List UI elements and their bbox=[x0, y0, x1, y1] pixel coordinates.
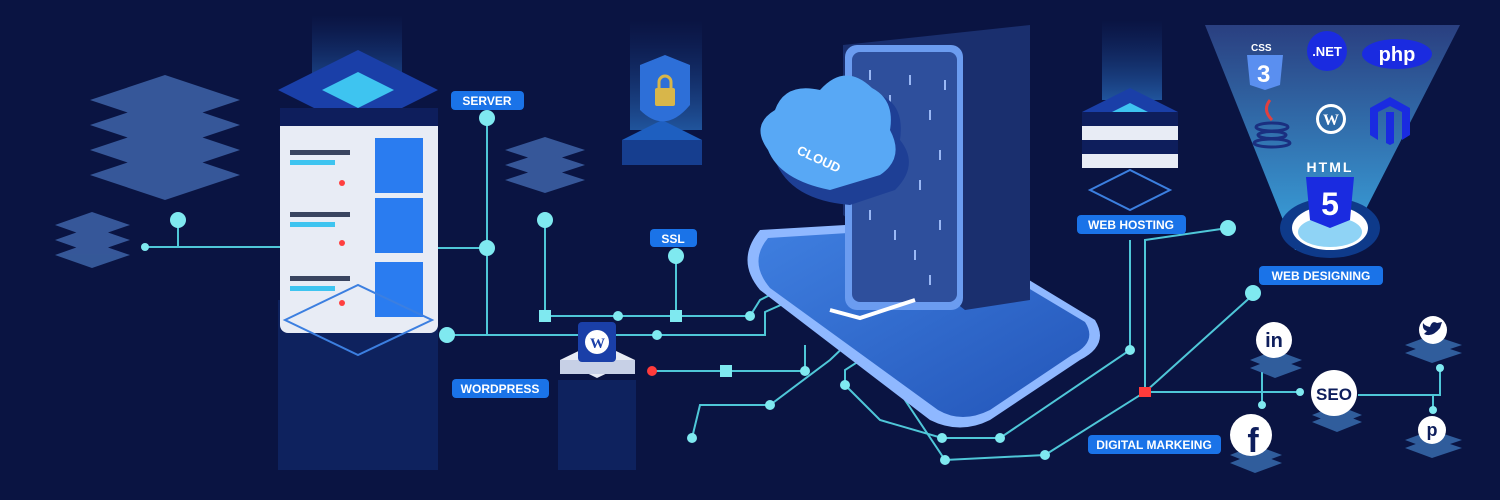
wordpress-block: W bbox=[560, 322, 635, 378]
css-text: CSS bbox=[1251, 43, 1272, 54]
pinterest-icon[interactable]: p bbox=[1418, 416, 1446, 444]
facebook-text: f bbox=[1247, 422, 1259, 460]
php-text: php bbox=[1379, 44, 1416, 66]
linkedin-text: in bbox=[1265, 330, 1283, 352]
java-logo bbox=[1252, 99, 1292, 149]
wordpress-label: WORDPRESS bbox=[461, 382, 540, 396]
layer-stack-middle bbox=[505, 137, 585, 193]
seo-text: SEO bbox=[1316, 385, 1352, 404]
wordpress-logo-glyph: W bbox=[1323, 112, 1339, 129]
ssl-shield bbox=[622, 55, 702, 165]
ssl-label: SSL bbox=[661, 232, 684, 246]
label-web-hosting: WEB HOSTING bbox=[1077, 215, 1186, 234]
css3-logo: CSS 3 bbox=[1247, 43, 1283, 90]
wordpress-glyph: W bbox=[590, 336, 605, 352]
web-designing-label: WEB DESIGNING bbox=[1272, 269, 1371, 283]
facebook-icon[interactable]: f bbox=[1230, 414, 1272, 460]
html-number: 5 bbox=[1321, 186, 1339, 222]
server-tower bbox=[278, 50, 438, 357]
wordpress-logo: W bbox=[1316, 104, 1346, 134]
seo-badge[interactable]: SEO bbox=[1311, 370, 1357, 416]
label-ssl: SSL bbox=[650, 229, 697, 247]
digital-marketing-label: DIGITAL MARKEING bbox=[1096, 438, 1212, 452]
cloud-monitor bbox=[747, 25, 1100, 428]
pinterest-text: p bbox=[1427, 420, 1438, 440]
layer-stack-small bbox=[55, 212, 130, 268]
label-wordpress: WORDPRESS bbox=[452, 379, 549, 398]
wordpress-base-glow bbox=[558, 380, 636, 470]
magento-logo bbox=[1370, 97, 1410, 145]
css-number: 3 bbox=[1257, 61, 1270, 88]
hosting-beam bbox=[1102, 20, 1162, 100]
server-label: SERVER bbox=[462, 94, 511, 108]
cloud-icon: CLOUD bbox=[760, 75, 909, 205]
wordpress-icon bbox=[585, 330, 609, 354]
linkedin-icon[interactable]: in bbox=[1256, 322, 1292, 358]
label-web-designing: WEB DESIGNING bbox=[1259, 266, 1383, 285]
html5-logo: HTML 5 bbox=[1280, 159, 1380, 258]
label-server: SERVER bbox=[451, 91, 524, 110]
label-digital-marketing: DIGITAL MARKEING bbox=[1088, 435, 1221, 454]
dotnet-text: .NET bbox=[1312, 44, 1342, 59]
lock-icon bbox=[655, 88, 675, 106]
check-icon bbox=[829, 298, 916, 321]
dotnet-logo: .NET bbox=[1307, 31, 1347, 71]
layer-stack-large bbox=[90, 75, 240, 200]
web-hosting-label: WEB HOSTING bbox=[1088, 218, 1174, 232]
twitter-icon[interactable] bbox=[1419, 316, 1447, 344]
web-hosting-stack bbox=[1082, 88, 1178, 212]
php-logo: php bbox=[1362, 39, 1432, 69]
html-text: HTML bbox=[1307, 159, 1354, 175]
